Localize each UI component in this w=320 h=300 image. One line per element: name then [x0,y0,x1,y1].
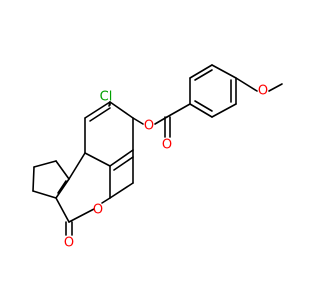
bond [189,103,213,118]
bond [57,180,67,194]
lactone-carbonyl-oxygen-atom-label: O [64,236,74,251]
bond [101,197,111,204]
bond [113,156,134,171]
bond [55,197,70,223]
bond [194,100,213,112]
methoxy-oxygen-atom-label: O [258,84,268,99]
atom-labels: Cl O O O O O [64,84,268,251]
bond [89,107,111,122]
bond [211,103,237,118]
bond [109,149,134,167]
bond [268,83,283,92]
ester-oxygen-atom-label: O [144,119,154,134]
ring-oxygen-atom-label: O [93,203,103,218]
bond [68,152,86,180]
bond [55,178,70,199]
bond [211,64,237,79]
bond [132,117,144,125]
molecule-structure-diagram: Cl O O O O O [32,64,283,251]
bond [235,77,258,92]
bond [194,69,213,81]
bond [166,103,191,118]
bond [55,160,70,180]
bond [84,101,111,119]
bond [189,64,213,79]
bond [109,182,134,199]
bond [33,160,57,168]
bond [32,190,57,199]
bond [109,101,134,119]
bond [32,166,35,192]
bond [84,152,111,167]
ester-carbonyl-oxygen-atom-label: O [162,138,172,153]
bond-lines [32,64,283,236]
chlorine-atom-label: Cl [100,90,113,105]
bond [68,208,95,223]
